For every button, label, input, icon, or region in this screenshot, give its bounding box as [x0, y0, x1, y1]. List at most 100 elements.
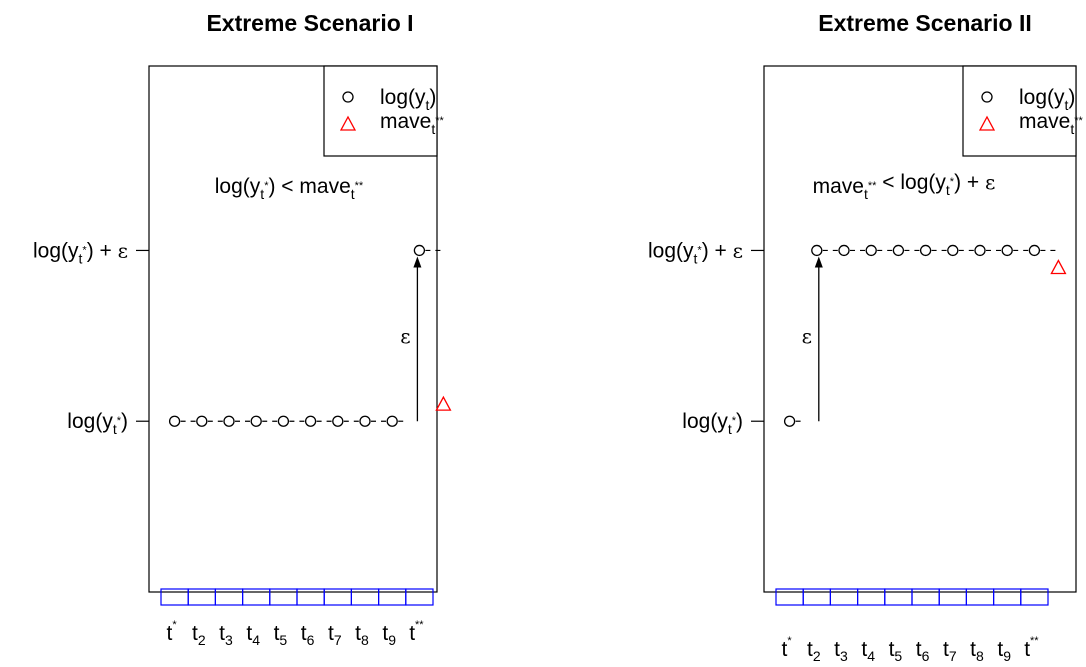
math-sup: *: [732, 415, 737, 427]
x-tick-label: t**: [409, 619, 424, 645]
math-sub: t: [431, 121, 435, 137]
x-tick-base: t: [301, 622, 307, 645]
series-point-log-yt: [332, 415, 344, 427]
math-sup: **: [435, 115, 444, 127]
x-tick-base: t: [192, 622, 198, 645]
x-tick-sub: 9: [1003, 648, 1011, 664]
legend-box: [962, 65, 1077, 157]
math-mave: mave: [380, 110, 431, 133]
math-sub: t: [113, 421, 117, 437]
x-tick-label: t7: [943, 638, 957, 664]
legend-triangle-icon: [978, 115, 996, 131]
math-epsilon: ε: [118, 238, 128, 262]
series-point-log-yt: [838, 244, 850, 257]
math-close-paren: ): [702, 239, 709, 262]
series-point-mave: [435, 395, 452, 411]
math-log-y: log(y: [67, 410, 113, 433]
x-tick-label: t4: [861, 638, 875, 664]
x-tick-base: t: [328, 622, 334, 645]
math-operator: <: [876, 171, 900, 194]
x-tick-label: t2: [192, 622, 206, 648]
x-tick-label: t5: [274, 622, 288, 648]
x-tick-label: t2: [807, 638, 821, 664]
math-close-paren: ): [268, 175, 275, 198]
x-tick-sub: 8: [976, 648, 984, 664]
plot-frame: [763, 65, 1077, 593]
x-tick-base: t: [167, 622, 173, 645]
legend-entry: log(yt): [1019, 86, 1075, 113]
math-operator: +: [709, 239, 733, 262]
series-point-log-yt: [811, 244, 823, 257]
x-tick-label: t9: [382, 622, 396, 648]
y-tick-label: log(yt*): [67, 410, 128, 437]
math-sub: t: [694, 250, 698, 266]
math-log-y: log(y: [380, 86, 426, 109]
time-box: [405, 588, 434, 606]
x-tick-base: t: [889, 638, 895, 661]
series-point-log-yt: [947, 244, 959, 257]
x-tick-label: t6: [301, 622, 315, 648]
x-tick-base: t: [1024, 638, 1030, 661]
math-sub: t: [79, 250, 83, 266]
x-tick-base: t: [916, 638, 922, 661]
math-epsilon: ε: [733, 238, 743, 262]
time-box: [1020, 588, 1049, 606]
series-point-log-yt: [1001, 244, 1013, 257]
x-tick-sup: **: [415, 619, 424, 631]
x-tick-sub: 9: [388, 632, 396, 648]
x-tick-label: t3: [219, 622, 233, 648]
x-tick-label: t3: [834, 638, 848, 664]
x-tick-base: t: [274, 622, 280, 645]
math-sub: t: [351, 186, 355, 202]
series-point-log-yt: [277, 415, 290, 427]
legend-triangle-icon: [339, 115, 357, 131]
x-tick-label: t5: [889, 638, 903, 664]
series-point-log-yt: [304, 415, 317, 427]
x-tick-sub: 5: [279, 632, 287, 648]
x-tick-sub: 4: [867, 648, 875, 664]
math-close-paren: ): [87, 239, 94, 262]
x-tick-label: t7: [328, 622, 342, 648]
math-close-paren: ): [429, 86, 436, 109]
x-tick-sub: 5: [894, 648, 902, 664]
x-tick-label: t8: [355, 622, 369, 648]
math-sub: t: [426, 97, 430, 113]
math-sup: *: [117, 415, 122, 427]
legend-entry: log(yt): [380, 86, 436, 113]
math-log-y: log(y: [1019, 86, 1065, 109]
x-tick-base: t: [943, 638, 949, 661]
series-point-log-yt: [783, 415, 796, 427]
math-sup: **: [868, 180, 877, 192]
legend-entry: mavet**: [1019, 110, 1084, 137]
math-epsilon: ε: [985, 170, 995, 194]
math-mave: mave: [299, 175, 350, 198]
x-tick-label: t*: [167, 619, 178, 645]
y-tick-label: log(yt*) + ε: [33, 238, 128, 266]
x-tick-base: t: [970, 638, 976, 661]
x-tick-base: t: [219, 622, 225, 645]
legend-box: [323, 65, 438, 157]
epsilon-arrow-head: [413, 256, 422, 268]
x-tick-sub: 2: [813, 648, 821, 664]
series-point-log-yt: [196, 415, 208, 427]
math-sub: t: [728, 421, 732, 437]
x-tick-sub: 7: [949, 648, 957, 664]
math-sup: *: [950, 176, 955, 188]
math-log-y: log(y: [648, 239, 694, 262]
x-tick-label: t6: [916, 638, 930, 664]
series-point-log-yt: [919, 244, 932, 257]
x-tick-sup: *: [172, 619, 177, 631]
series-point-log-yt: [865, 244, 877, 257]
math-close-paren: ): [736, 410, 743, 433]
series-point-log-yt: [1028, 244, 1041, 257]
math-sub: t: [864, 186, 868, 202]
math-sup: *: [82, 244, 87, 256]
chart-title: Extreme Scenario I: [206, 10, 413, 36]
math-operator: +: [961, 171, 985, 194]
x-tick-sub: 2: [198, 632, 206, 648]
x-tick-base: t: [409, 622, 415, 645]
x-tick-sub: 6: [307, 632, 315, 648]
epsilon-label: ε: [802, 324, 812, 348]
legend-circle-icon: [342, 91, 354, 103]
